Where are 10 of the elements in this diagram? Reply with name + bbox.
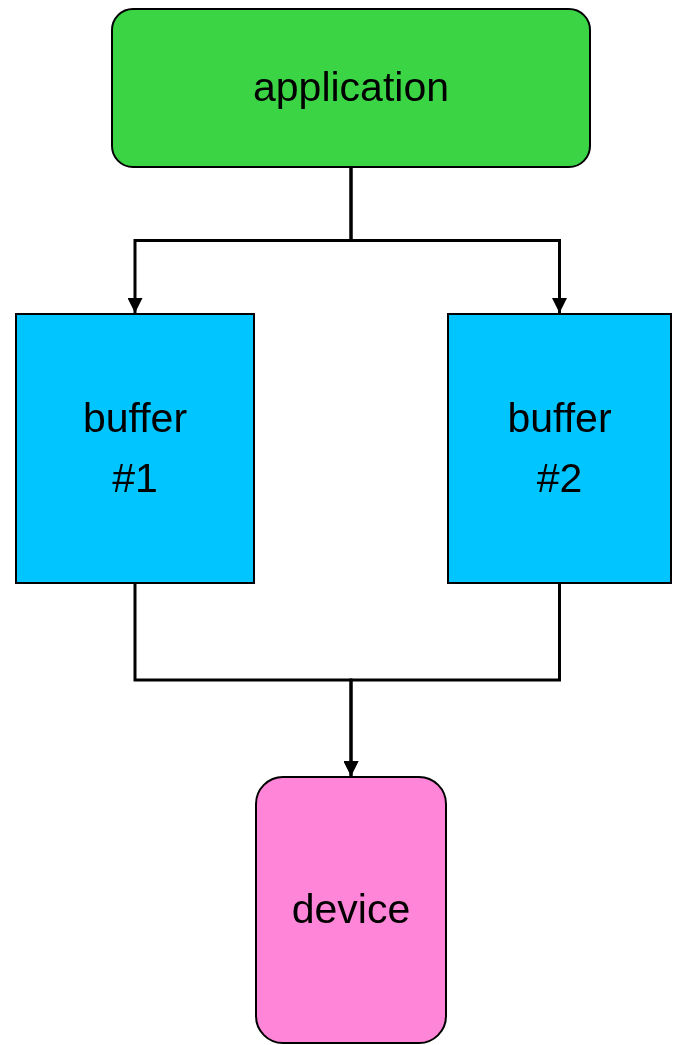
buffer-box bbox=[15, 313, 255, 584]
node-label: application bbox=[253, 63, 449, 113]
buffer-box bbox=[447, 313, 672, 584]
node-label: device bbox=[291, 885, 411, 935]
connector-arrow bbox=[349, 168, 567, 313]
node-label: buffer #2 bbox=[506, 394, 613, 503]
node-label: buffer #1 bbox=[81, 394, 189, 503]
device-box bbox=[255, 776, 447, 1044]
process-box bbox=[111, 8, 591, 168]
connector-arrow bbox=[343, 584, 561, 776]
